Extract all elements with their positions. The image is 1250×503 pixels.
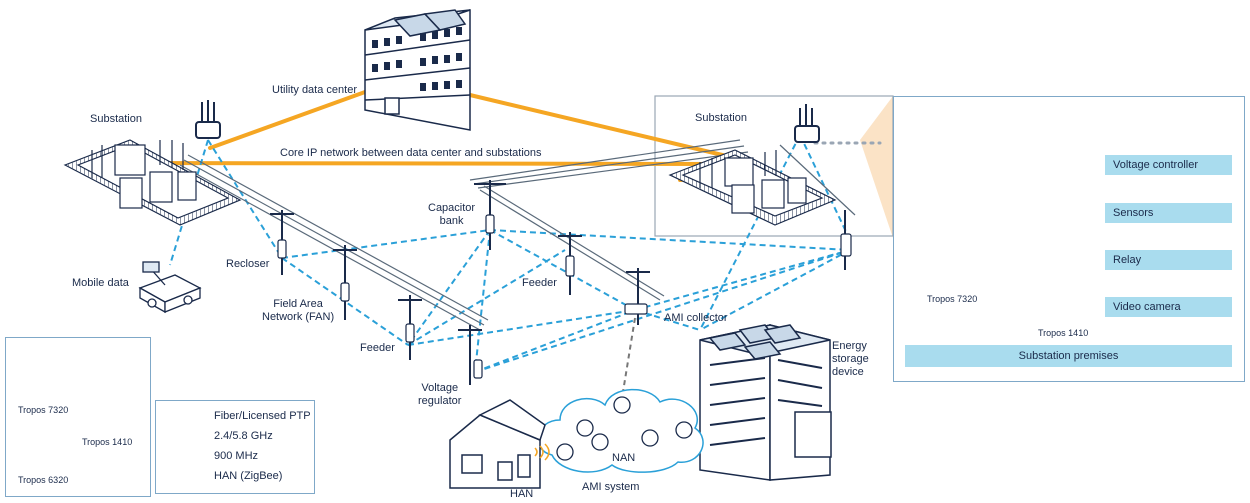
legend-fiber-label: Fiber/Licensed PTP [214, 410, 311, 422]
utility-truck [138, 261, 202, 314]
storage-building [699, 324, 832, 481]
item-relay: Relay [1105, 250, 1232, 270]
label-ami-system: AMI system [582, 481, 640, 493]
item-voltage-controller: Voltage controller [1105, 155, 1232, 175]
premises-router-label: Tropos 7320 [927, 294, 978, 304]
item-sensors: Sensors [1105, 203, 1232, 223]
zoom-callout [860, 96, 893, 238]
label-mobile-data: Mobile data [72, 277, 129, 289]
label-substation-right: Substation [695, 112, 747, 124]
device-tropos-1410-label: Tropos 1410 [82, 437, 133, 447]
power-lines [179, 139, 856, 331]
label-recloser: Recloser [226, 258, 270, 270]
legend-panel [155, 400, 315, 494]
label-substation-left: Substation [90, 113, 142, 125]
label-energy-storage: Energy storage device [832, 340, 869, 378]
label-capacitor-bank: Capacitor bank [428, 202, 476, 227]
left-substation [63, 139, 242, 226]
label-utility-data-center: Utility data center [272, 84, 357, 96]
han-waves [534, 443, 550, 461]
ami-meters [556, 396, 693, 461]
label-core-ip-network: Core IP network between data center and … [280, 147, 542, 159]
ami-cloud [537, 388, 704, 473]
data-center-windows [372, 27, 462, 91]
premises-node-label: Tropos 1410 [1038, 328, 1089, 338]
substation-premises-title: Substation premises [905, 345, 1232, 367]
label-feeder-left: Feeder [360, 342, 395, 354]
data-center-building [364, 9, 471, 131]
devices-panel [5, 337, 151, 497]
substation-premises-panel [893, 96, 1245, 382]
legend-wifi-label: 2.4/5.8 GHz [214, 430, 273, 442]
storage-building-stripes [709, 357, 823, 446]
right-mast [794, 104, 820, 143]
left-mast [195, 100, 221, 139]
pole-crossarms [270, 183, 650, 331]
label-voltage-regulator: Voltage regulator [418, 382, 462, 407]
device-tropos-7320-label: Tropos 7320 [18, 405, 69, 415]
label-han: HAN [510, 488, 534, 500]
device-tropos-6320-label: Tropos 6320 [18, 475, 69, 485]
label-feeder-right: Feeder [522, 277, 557, 289]
han-house [449, 399, 546, 489]
label-ami-collector: AMI collector [664, 312, 728, 324]
legend-900mhz-label: 900 MHz [214, 450, 259, 462]
legend-han-label: HAN (ZigBee) [214, 470, 283, 482]
right-substation [668, 149, 837, 226]
label-nan: NAN [612, 452, 636, 464]
label-fan: Field Area Network (FAN) [262, 298, 335, 323]
item-video-camera: Video camera [1105, 297, 1232, 317]
pole-radios [277, 214, 852, 379]
